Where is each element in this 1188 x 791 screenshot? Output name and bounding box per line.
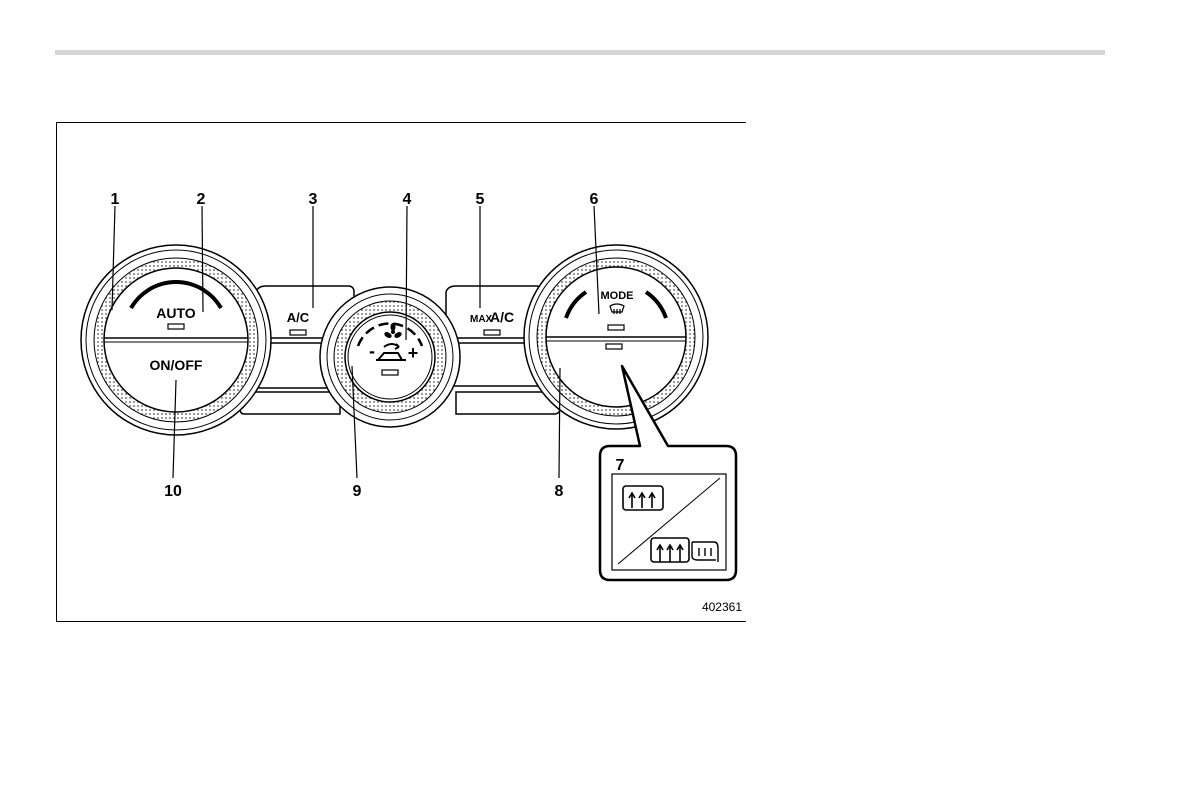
mode-label: MODE [601, 290, 634, 302]
max-ac-indicator [484, 330, 500, 335]
auto-label: AUTO [156, 305, 196, 321]
ac-button[interactable]: A/C [287, 310, 310, 335]
mode-indicator [608, 325, 624, 330]
max-ac-label: A/C [490, 309, 514, 325]
callout-10: 10 [164, 483, 182, 500]
defrost-indicator [606, 344, 622, 349]
callout-8: 8 [555, 483, 564, 500]
callout-6: 6 [590, 191, 599, 208]
callout-4: 4 [403, 191, 412, 208]
fan-speed-knob[interactable]: - + [320, 287, 460, 427]
callout-7: 7 [616, 457, 625, 474]
callout-1: 1 [111, 191, 120, 208]
recirc-indicator [382, 370, 398, 375]
on-off-label: ON/OFF [150, 357, 203, 373]
callout-3: 3 [309, 191, 318, 208]
fan-minus-symbol: - [369, 341, 375, 361]
left-temperature-knob[interactable]: AUTO ON/OFF [81, 245, 271, 435]
auto-indicator [168, 324, 184, 329]
right-mode-knob[interactable]: MODE [524, 245, 708, 429]
callout-2: 2 [197, 191, 206, 208]
ac-indicator [290, 330, 306, 335]
callout-9: 9 [353, 483, 362, 500]
callout-5: 5 [476, 191, 485, 208]
figure-id: 402361 [702, 600, 742, 614]
fan-plus-symbol: + [408, 343, 419, 363]
ac-label: A/C [287, 310, 310, 325]
